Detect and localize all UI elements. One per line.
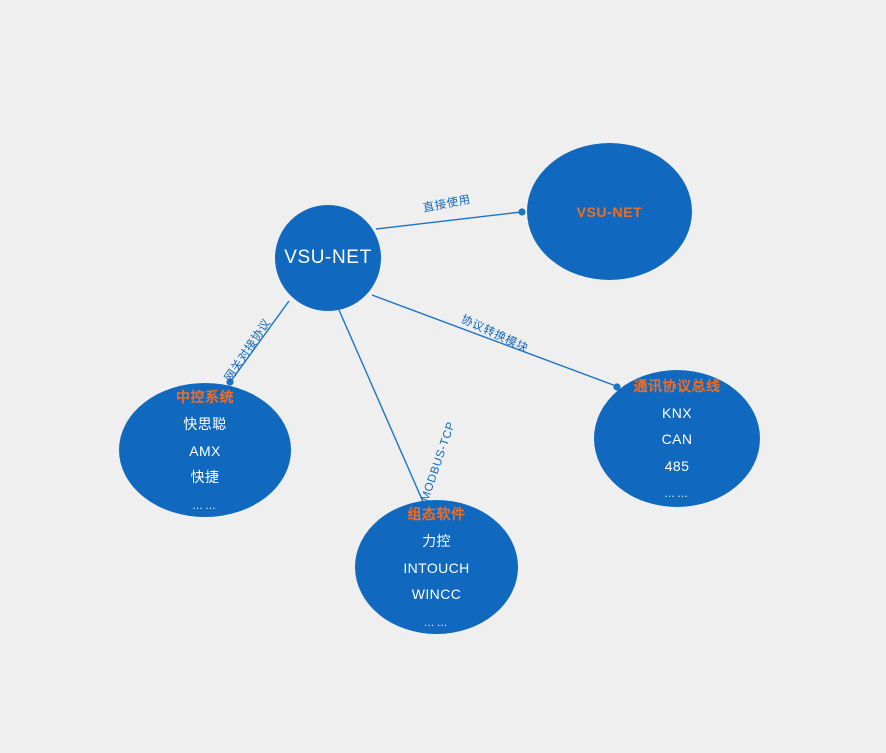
node-scada-software-ellipsis: …… <box>423 616 450 629</box>
node-scada-software-item: WINCC <box>411 586 462 603</box>
node-center-label: VSU-NET <box>284 247 372 268</box>
node-scada-software[interactable]: 组态软件 力控 INTOUCH WINCC …… <box>355 500 518 634</box>
node-scada-software-title: 组态软件 <box>407 506 466 523</box>
node-vsu-net-title: VSU-NET <box>576 203 643 220</box>
node-control-system-item: 快思聪 <box>183 416 227 433</box>
node-control-system-ellipsis: …… <box>192 499 218 512</box>
node-protocol-bus-ellipsis: …… <box>664 488 690 501</box>
node-center-vsu-net[interactable]: VSU-NET <box>275 205 381 311</box>
edge-modbus <box>338 309 429 509</box>
node-scada-software-item: 力控 <box>422 533 451 550</box>
node-protocol-bus[interactable]: 通讯协议总线 KNX CAN 485 …… <box>594 370 760 507</box>
node-scada-software-item: INTOUCH <box>403 559 470 576</box>
node-control-system-title: 中控系统 <box>176 389 234 406</box>
edge-gateway <box>226 300 290 386</box>
node-control-system-item: AMX <box>189 442 221 459</box>
node-protocol-bus-title: 通讯协议总线 <box>633 377 721 394</box>
node-control-system-item: 快捷 <box>190 469 220 486</box>
node-protocol-bus-item: KNX <box>662 404 692 421</box>
node-control-system[interactable]: 中控系统 快思聪 AMX 快捷 …… <box>119 383 291 517</box>
node-vsu-net[interactable]: VSU-NET <box>527 143 692 280</box>
node-protocol-bus-item: CAN <box>661 431 693 448</box>
edge-direct <box>375 208 526 230</box>
node-protocol-bus-item: 485 <box>664 457 690 474</box>
